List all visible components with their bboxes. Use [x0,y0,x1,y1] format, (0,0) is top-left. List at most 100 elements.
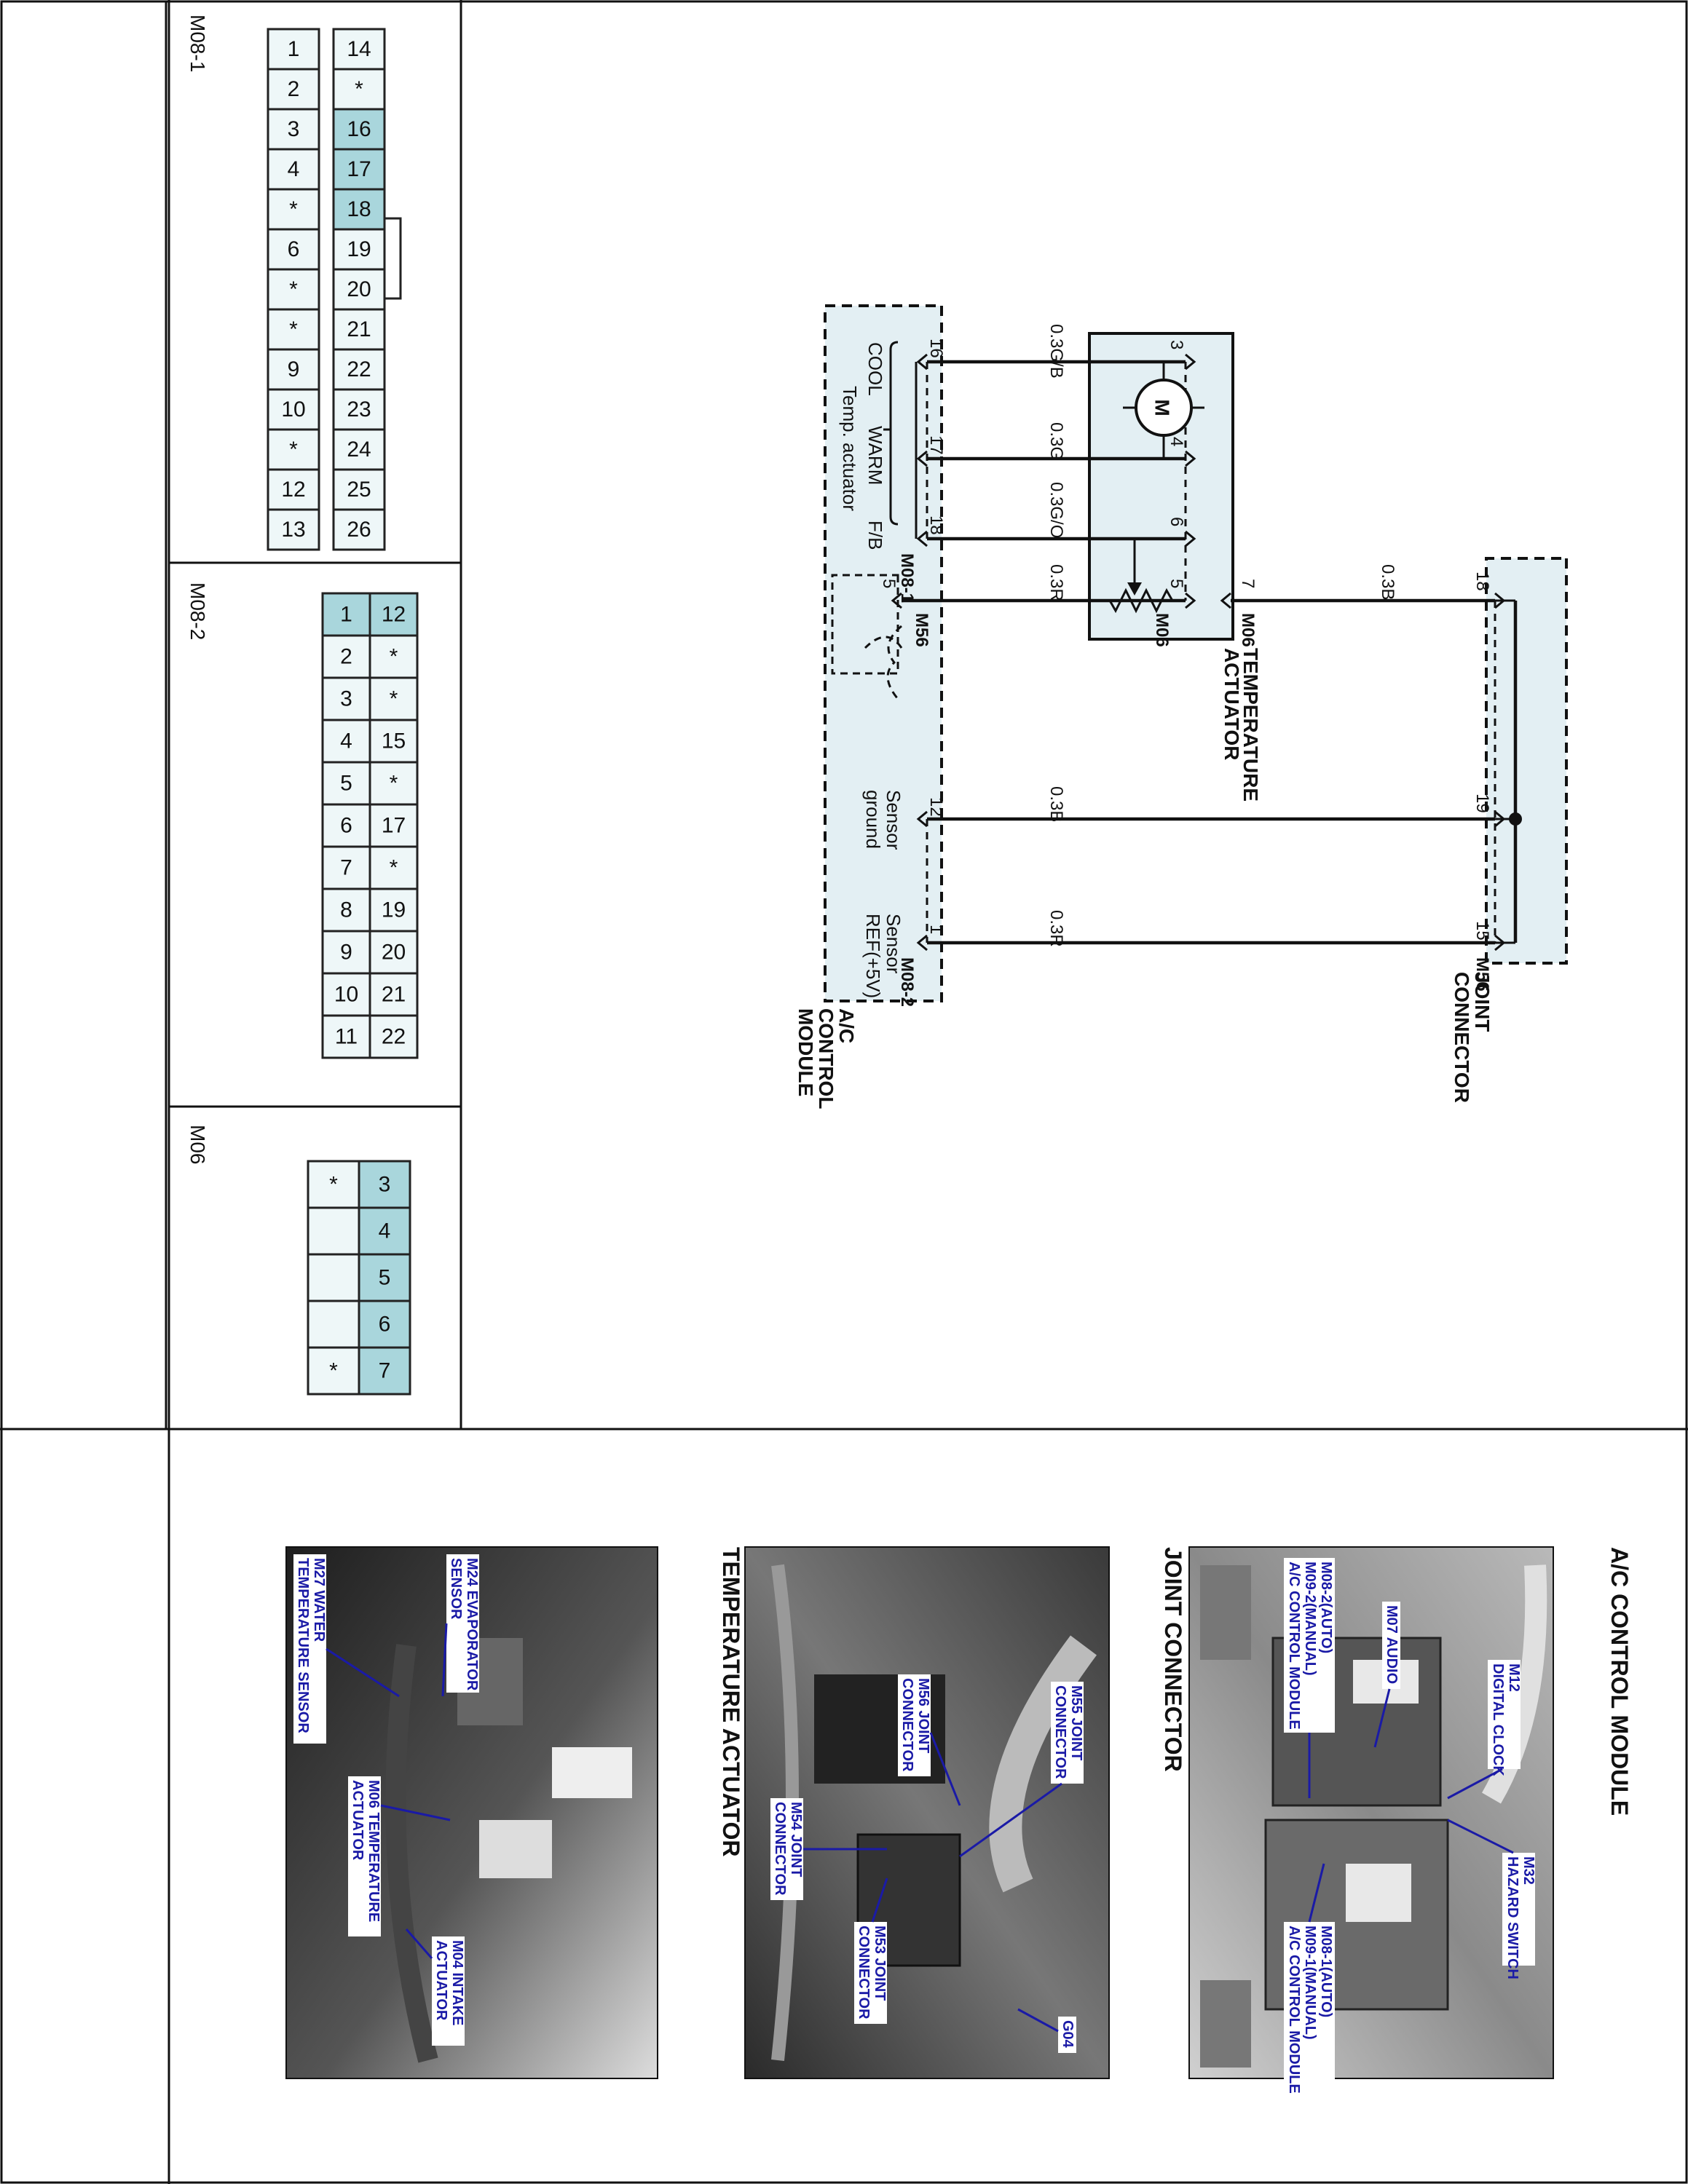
photo-label: M08-2(AUTO) [1318,1562,1334,1653]
connector-pin-number: 6 [379,1313,391,1337]
connector-pin-number: * [390,645,398,669]
photo-label: TEMPERATURE SENSOR [295,1558,311,1733]
module-labels: COOL WARM F/B Temp. actuator Sensor grou… [839,342,904,998]
pin-number: 12 [926,797,946,817]
photo-title: TEMPERATURE ACTUATOR [718,1547,744,1856]
connector-pin-number: * [289,197,298,221]
photo-label: M04 INTAKE [449,1940,465,2025]
wire-color-label: 0.3B [1046,786,1066,822]
warm-label: WARM [864,426,886,485]
connector-pin-number: 12 [281,478,305,502]
photo-label: M55 JOINT [1068,1685,1084,1760]
connector-name: M08-1 [897,553,917,603]
ground-symbol [864,625,903,700]
pin-number: 5 [1167,579,1186,588]
connector-pin-number: 16 [347,117,371,141]
connector-pin-number: 11 [335,1025,358,1049]
connector-pin-cell [307,1206,360,1256]
photo-label: HAZARD SWITCH [1504,1856,1521,1979]
connector-pin-number: 3 [379,1173,391,1197]
photo-label: DIGITAL CLOCK [1490,1663,1506,1776]
connector-pin-number: 4 [340,729,352,753]
connector-title: M08-1 [186,15,209,72]
connector-title: M08-2 [186,582,209,640]
connector-pin-number: 23 [347,397,371,422]
module-brace [883,341,899,526]
module-title: MODULE [794,1008,817,1096]
pin-number: 15 [1472,921,1492,941]
photo-label: M54 JOINT [788,1802,804,1877]
ac-control-module-box [824,304,943,1002]
connector-pin-number: * [355,77,363,101]
pin-number: 18 [926,515,946,535]
pin-number: 1 [926,925,946,934]
connector-pin-number: 18 [347,197,371,221]
photo-ac-control-module: M12 DIGITAL CLOCK M32 HAZARD SWITCH M07 … [1188,1546,1554,2097]
connector-pin-number: * [390,687,398,711]
connector-pin-number: 19 [382,898,406,922]
connector-pin-cell [307,1253,360,1302]
connector-title: M06 [186,1125,209,1164]
splice-dot [1509,812,1522,826]
connector-pin-cell [368,1014,419,1059]
connector-pin-number: 17 [382,814,406,838]
connector-pin-number: * [390,856,398,880]
photo-label: M08-1(AUTO) [1318,1926,1334,2017]
photo-title: A/C CONTROL MODULE [1606,1547,1633,1816]
connector-pin-number: 20 [347,277,371,301]
connector-pin-number: 2 [340,645,352,669]
sensor-ground-label: ground [862,790,884,849]
connector-pin-number: 10 [334,983,358,1007]
connector-pin-number: * [289,438,298,462]
connector-names: M08-1 M08-2 M06 M06 M56 M56 [897,553,1492,1007]
ground-connector-box [831,574,899,675]
actuator-title: TEMPERATURE [1239,648,1262,802]
pin-numbers: 3 4 6 5 7 16 17 18 5 18 19 15 12 1 [879,339,1492,941]
wire-color-label: 0.3G/O [1046,482,1066,538]
connector-pin-number: 10 [281,397,305,422]
photo-label: M07 AUDIO [1384,1605,1400,1684]
wire-color-label: 0.3G [1046,422,1066,460]
wire-colors: 0.3G/B 0.3G 0.3G/O 0.3R 0.3B 0.3B 0.3R [1046,324,1397,947]
connector-views: M08-1 M08-2 M06 1234*6**910*121314*16171… [186,15,419,1396]
joint-connector-box [1485,557,1568,965]
sensor-ground-label: Sensor [883,790,904,850]
connector-pin-number: * [329,1173,338,1197]
photo-label: CONNECTOR [856,1926,872,2019]
photo-joint-connector: M56 JOINT CONNECTOR M55 JOINT CONNECTOR … [744,1546,1110,2079]
joint-title: JOINT [1471,972,1494,1032]
connector-pin-cell [307,1299,360,1349]
potentiometer-icon [1095,587,1186,614]
connector-pin-number: 22 [347,357,371,381]
connector-pin-number: 8 [340,898,352,922]
connector-pin-number: 9 [340,941,352,965]
connector-name: M56 [1472,957,1492,992]
connector-pin-number: 5 [379,1266,391,1290]
connector-pin-number: 1 [340,603,352,627]
wire-color-label: 0.3R [1046,564,1066,601]
connector-pin-number: 22 [382,1025,406,1049]
connector-pin-number: * [390,772,398,796]
module-title: CONTROL [815,1008,837,1109]
photo-label: M32 [1521,1856,1537,1885]
wire-color-label: 0.3G/B [1046,324,1066,379]
photo-temperature-actuator: M24 EVAPORATOR SENSOR M27 WATER TEMPERAT… [285,1546,658,2079]
pin-number: 7 [1238,579,1258,588]
connector-pin-number: 4 [288,157,300,181]
photo-label: ACTUATOR [350,1780,366,1861]
wire-color-label: 0.3B [1378,564,1397,600]
temp-actuator-label: Temp. actuator [839,386,861,511]
connector-pin-number: 9 [288,357,300,381]
pin-number: 5 [879,579,899,588]
connector-pin-number: * [289,277,298,301]
photo-label: CONNECTOR [1052,1685,1068,1779]
actuator-title: ACTUATOR [1220,648,1243,761]
photo-label: SENSOR [448,1558,464,1620]
connector-pin-number: 6 [288,237,300,261]
module-title: A/C [835,1008,858,1043]
connector-pin-number: 3 [288,117,300,141]
connector-pin-number: 3 [340,687,352,711]
cool-label: COOL [864,342,886,396]
